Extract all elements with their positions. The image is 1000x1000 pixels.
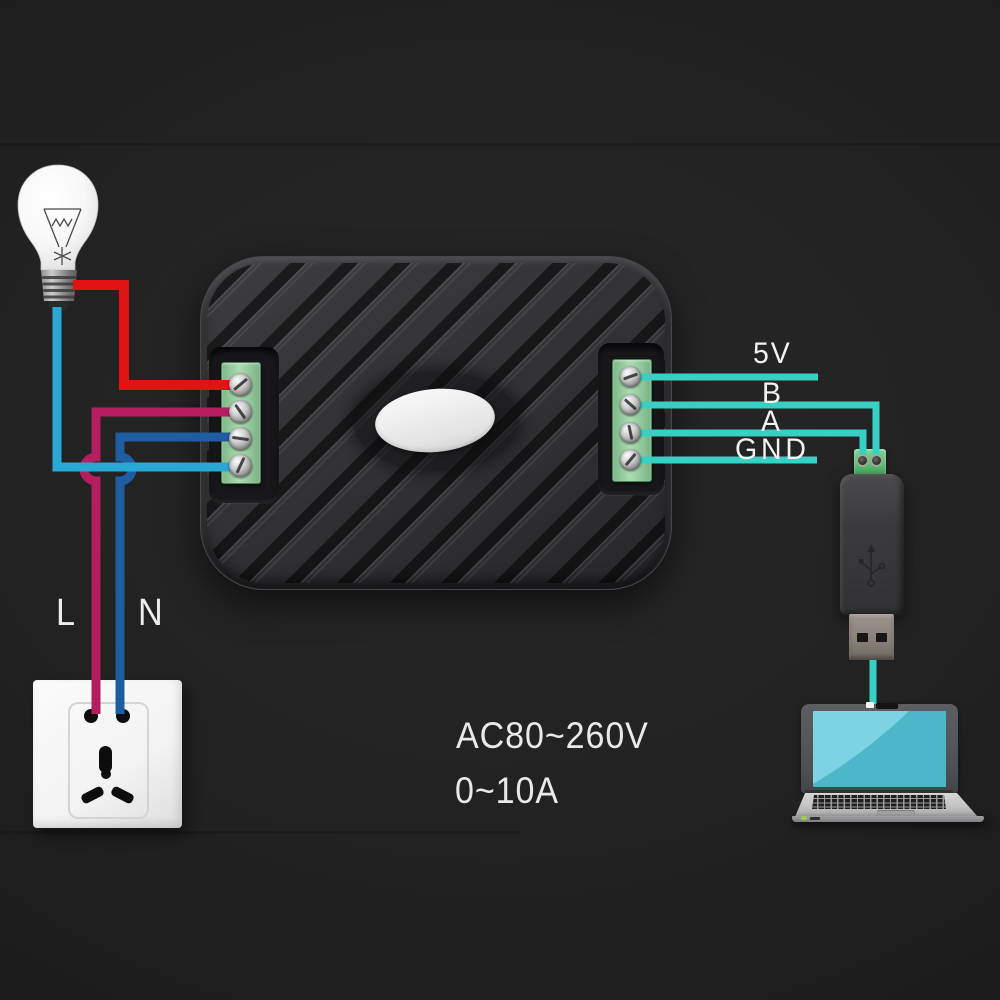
background-band bbox=[0, 831, 520, 834]
terminal-screw bbox=[229, 427, 252, 450]
power-socket bbox=[33, 680, 182, 828]
laptop-usb-connector bbox=[866, 702, 874, 708]
usb-trident-icon bbox=[859, 544, 886, 587]
laptop-front-edge bbox=[792, 816, 984, 822]
laptop-power-led bbox=[801, 816, 807, 820]
laptop-vent bbox=[876, 703, 898, 709]
label-voltage-range: AC80~260V bbox=[456, 715, 649, 756]
usb-plug bbox=[849, 614, 894, 660]
bulb-filament bbox=[43, 208, 82, 265]
wire-neutral-blue bbox=[115, 432, 246, 714]
wire-lamp-cyan bbox=[52, 307, 246, 472]
usb-terminal-pin bbox=[856, 454, 869, 467]
background-band bbox=[0, 143, 1000, 146]
terminal-screw bbox=[620, 394, 641, 415]
laptop-screen-glare bbox=[813, 711, 909, 784]
terminal-screw bbox=[229, 373, 252, 396]
usb-adapter-body bbox=[840, 474, 904, 615]
terminal-screw bbox=[620, 422, 641, 443]
terminal-screw bbox=[620, 366, 641, 387]
wire-b bbox=[636, 401, 880, 455]
usb-plug-slot bbox=[876, 633, 887, 642]
usb-plug-slot bbox=[857, 633, 868, 642]
wire-live-red bbox=[73, 280, 246, 390]
terminal-screw bbox=[620, 449, 641, 470]
terminal-screw bbox=[229, 400, 252, 423]
bulb-base-ridges bbox=[42, 276, 76, 299]
laptop-hinge bbox=[805, 790, 953, 794]
laptop bbox=[801, 704, 958, 793]
laptop-touchpad bbox=[877, 810, 915, 817]
laptop-keyboard bbox=[812, 795, 946, 809]
socket-ground-slot bbox=[99, 746, 112, 773]
label-gnd: GND bbox=[735, 433, 810, 466]
socket-ground-hole bbox=[101, 769, 111, 779]
laptop-screen bbox=[813, 711, 946, 787]
label-neutral: N bbox=[138, 592, 163, 634]
wire-live-magenta bbox=[79, 407, 246, 714]
terminal-screw bbox=[229, 454, 252, 477]
label-b: B bbox=[762, 377, 783, 410]
label-current-range: 0~10A bbox=[455, 770, 559, 811]
socket-inner-outline bbox=[68, 702, 149, 819]
laptop-front-port bbox=[810, 817, 820, 820]
usb-terminal-pin bbox=[870, 454, 883, 467]
label-live: L bbox=[56, 592, 76, 634]
wire-a bbox=[636, 429, 867, 455]
label-5v: 5V bbox=[753, 337, 792, 370]
label-a: A bbox=[761, 405, 782, 438]
